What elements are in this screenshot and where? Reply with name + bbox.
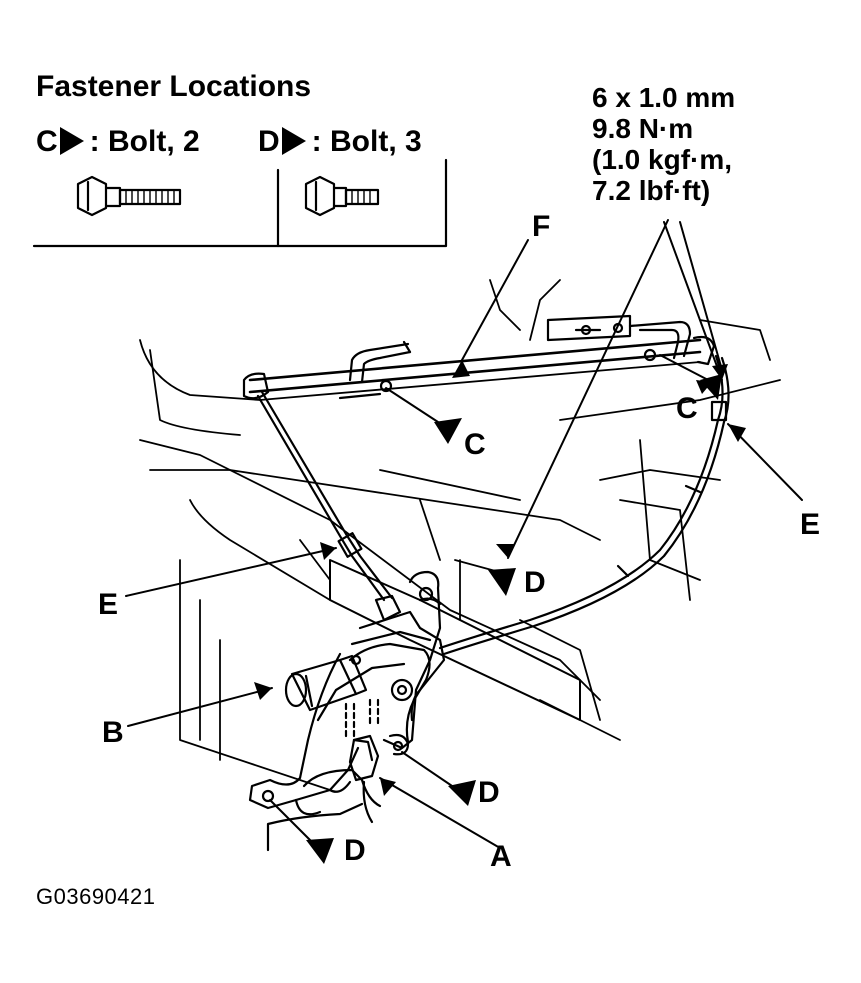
leader-lines (125, 219, 803, 849)
legend-title: Fastener Locations (36, 70, 312, 103)
label-d-mid: D (524, 566, 546, 599)
label-e-right: E (800, 508, 821, 541)
spec-torque-nm: 9.8 N·m (592, 113, 694, 144)
regulator-rail (242, 335, 716, 401)
regulator-assembly (248, 570, 446, 810)
triangle-marker-icon (59, 127, 84, 155)
label-d-lower-left: D (344, 834, 366, 867)
label-c-left: C (464, 428, 486, 461)
legend-d-letter: D (258, 125, 280, 158)
label-d-lower-right: D (478, 776, 500, 809)
legend-bolt-c: C : Bolt, 2 (36, 125, 200, 159)
legend-c-text: : Bolt, 2 (89, 125, 200, 158)
fastener-markers (306, 374, 722, 864)
door-panel (139, 279, 781, 791)
spec-torque-kgf: (1.0 kgf·m, (592, 144, 733, 175)
marker-d-lower-left (306, 838, 334, 864)
arrowheads (254, 360, 746, 796)
bolt-c-icon (76, 175, 182, 217)
bolt-d-icon (304, 175, 380, 217)
motor-connector (328, 734, 380, 824)
marker-d-lower-right (448, 780, 476, 806)
marker-c-right (700, 374, 722, 400)
glass-bracket-left (338, 340, 412, 400)
legend-box-border (32, 158, 448, 248)
bolt-hole-c-left (379, 379, 393, 393)
triangle-marker-icon (281, 127, 306, 155)
door-lower-frame (266, 798, 364, 852)
spec-size: 6 x 1.0 mm (592, 82, 736, 113)
legend-d-text: : Bolt, 3 (311, 125, 422, 158)
label-e-left: E (98, 588, 119, 621)
regulator-motor (284, 654, 368, 712)
spec-torque-lbf: 7.2 lbf·ft) (592, 175, 711, 206)
cable-right (438, 354, 730, 656)
legend-bolt-d: D : Bolt, 3 (258, 125, 422, 159)
figure-code: G03690421 (36, 884, 156, 909)
legend-c-letter: C (36, 125, 58, 158)
label-b: B (102, 716, 124, 749)
label-c-right: C (676, 392, 698, 425)
marker-c-left (434, 418, 462, 444)
bolt-hole-c-right (643, 348, 657, 362)
glass-bracket-right (546, 314, 692, 360)
label-f: F (532, 210, 551, 243)
marker-d-mid (488, 568, 516, 596)
torque-spec: 6 x 1.0 mm 9.8 N·m (1.0 kgf·m, 7.2 lbf·f… (592, 82, 735, 206)
label-a: A (490, 840, 512, 873)
cable-left (256, 390, 394, 602)
